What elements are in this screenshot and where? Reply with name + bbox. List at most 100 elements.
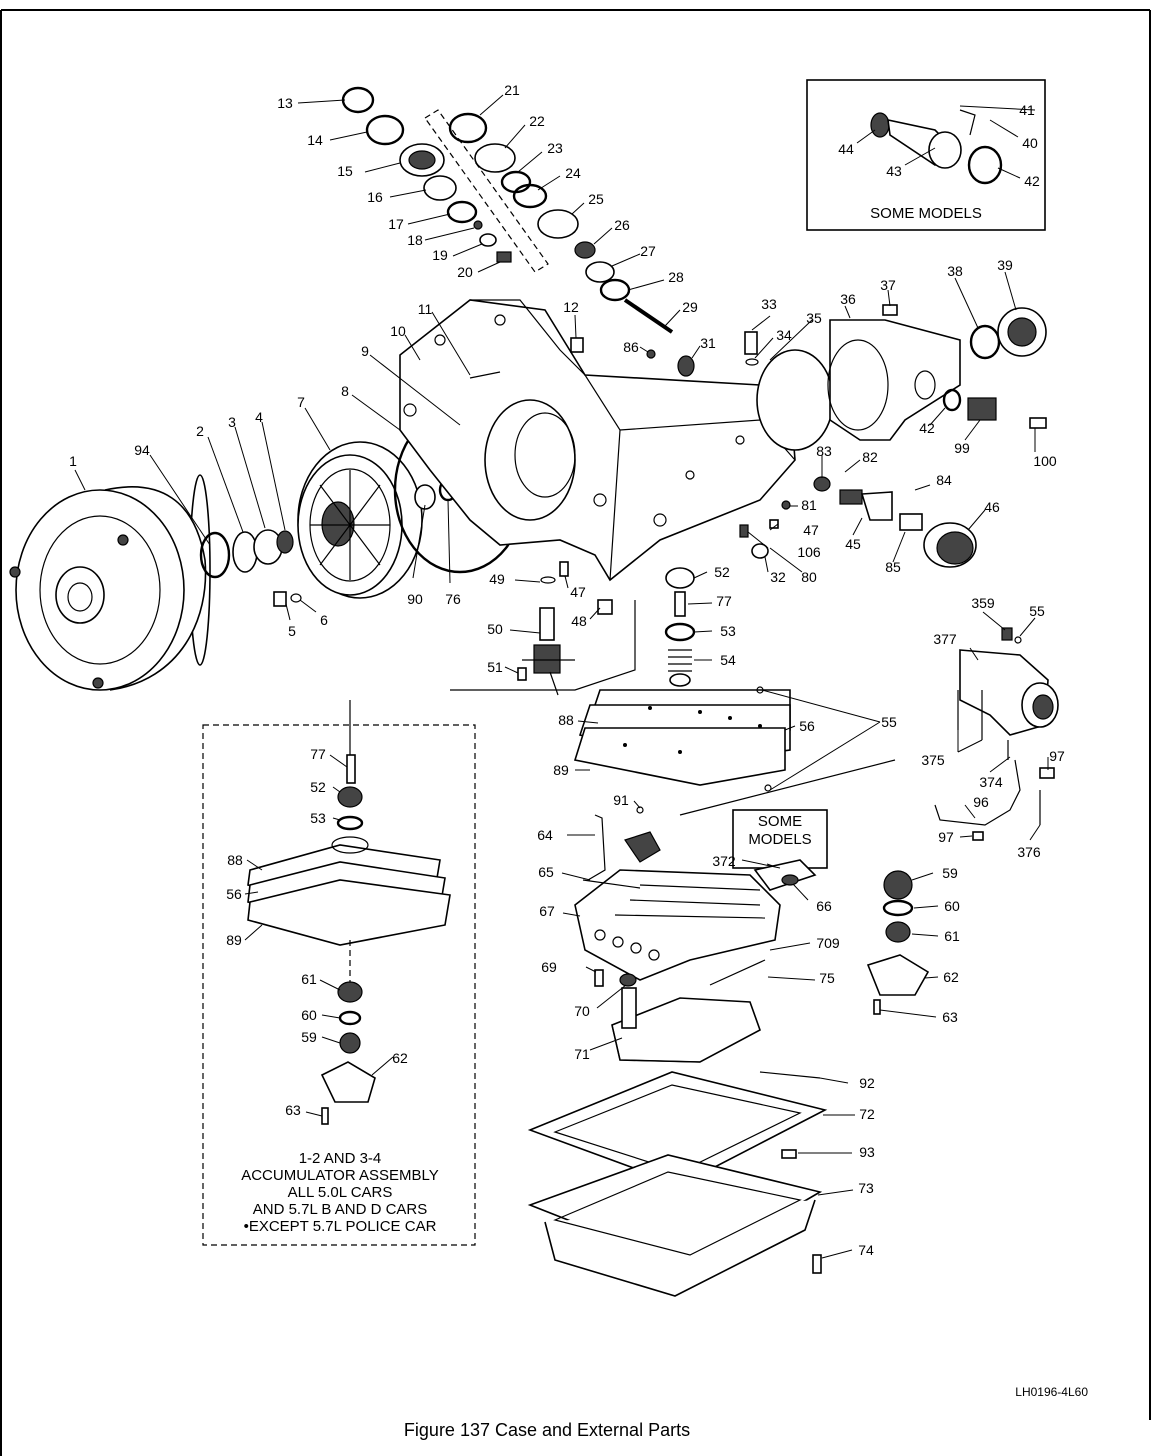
callout-45: 45 [845,536,861,552]
callout-88-inset: 88 [227,852,243,868]
callout-91: 91 [613,792,629,808]
callout-376: 376 [1017,844,1041,860]
callout-1: 1 [69,453,77,469]
callout-53-inset: 53 [310,810,326,826]
callout-89: 89 [553,762,569,778]
callout-61: 61 [944,928,960,944]
accumulator-right [664,567,696,687]
callout-25: 25 [588,191,604,207]
callout-94: 94 [134,442,150,458]
oil-pan [527,1154,823,1297]
callout-12: 12 [563,299,579,315]
callout-28: 28 [668,269,684,285]
callout-35: 35 [806,310,822,326]
callout-66: 66 [816,898,832,914]
callout-5: 5 [288,623,296,639]
callout-7: 7 [297,394,305,410]
callout-59: 59 [942,865,958,881]
callout-74: 74 [858,1242,874,1258]
callout-54: 54 [720,652,736,668]
callout-47-right: 47 [803,522,819,538]
callout-24: 24 [565,165,581,181]
callout-36: 36 [840,291,856,307]
callout-76: 76 [445,591,461,607]
callout-55-right: 55 [1029,603,1045,619]
pan-gasket [527,1071,828,1186]
inset-some-models-mid [732,809,828,891]
callout-50: 50 [487,621,503,637]
callout-52-inset: 52 [310,779,326,795]
callout-89-inset: 89 [226,932,242,948]
callout-10: 10 [390,323,406,339]
callout-90: 90 [407,591,423,607]
callout-372: 372 [712,853,736,869]
callout-85: 85 [885,559,901,575]
callout-11: 11 [418,301,433,317]
callout-97: 97 [1049,748,1065,764]
callout-72: 72 [859,1106,875,1122]
callout-77-inset: 77 [310,746,326,762]
callout-106: 106 [797,544,821,560]
callout-41: 41 [1019,102,1035,118]
pump-seal-90 [414,484,436,510]
callout-52: 52 [714,564,730,580]
callout-62-inset: 62 [392,1050,408,1066]
callout-42-inset: 42 [1024,173,1040,189]
callout-67: 67 [539,903,555,919]
pressure-control-solenoid [934,627,1059,841]
callout-75: 75 [819,970,835,986]
o-ring-34 [745,358,759,366]
callout-61-inset: 61 [301,971,317,987]
inset-left-line1: 1-2 AND 3-4 [299,1150,382,1167]
speed-sensor [942,388,1047,429]
callout-70: 70 [574,1003,590,1019]
callout-60: 60 [944,898,960,914]
case-hardware [540,337,791,615]
callout-82: 82 [862,449,878,465]
callout-15: 15 [337,163,353,179]
leader-lines [74,94,1049,1259]
callout-65: 65 [538,864,554,880]
inset-left-line5: •EXCEPT 5.7L POLICE CAR [244,1218,437,1235]
callout-93: 93 [859,1144,875,1160]
leader-to-inset [450,600,636,691]
magnet-92 [759,1071,821,1079]
callout-375: 375 [921,752,945,768]
callout-84: 84 [936,472,952,488]
callout-47: 47 [570,584,586,600]
callout-31: 31 [700,335,716,351]
callout-62: 62 [943,969,959,985]
figure-code: LH0196-4L60 [1015,1385,1088,1399]
callout-32: 32 [770,569,786,585]
callout-56-inset: 56 [226,886,242,902]
bolt-37 [882,304,898,316]
callout-64: 64 [537,827,553,843]
callout-83: 83 [816,443,832,459]
callout-43: 43 [886,163,902,179]
callout-3: 3 [228,414,236,430]
callout-20: 20 [457,264,473,280]
seal-38 [969,324,1001,360]
callout-46: 46 [984,499,1000,515]
callout-6: 6 [320,612,328,628]
inset-left-line3: ALL 5.0L CARS [288,1184,393,1201]
callout-27: 27 [640,243,656,259]
callout-55: 55 [881,714,897,730]
inset-left-line2: ACCUMULATOR ASSEMBLY [241,1167,439,1184]
callout-48: 48 [571,613,587,629]
callout-88: 88 [558,712,574,728]
callout-17: 17 [388,216,404,232]
callout-40: 40 [1022,135,1038,151]
callout-38: 38 [947,263,963,279]
callout-374: 374 [979,774,1003,790]
callout-92: 92 [859,1075,875,1091]
inset-mid-title-line2: MODELS [748,831,811,848]
callout-26: 26 [614,217,630,233]
callout-23: 23 [547,140,563,156]
callout-19: 19 [432,247,448,263]
callout-56: 56 [799,718,815,734]
callout-97-lower: 97 [938,829,954,845]
inset-accumulator-left [202,700,476,1246]
magnet-93 [781,1149,797,1159]
